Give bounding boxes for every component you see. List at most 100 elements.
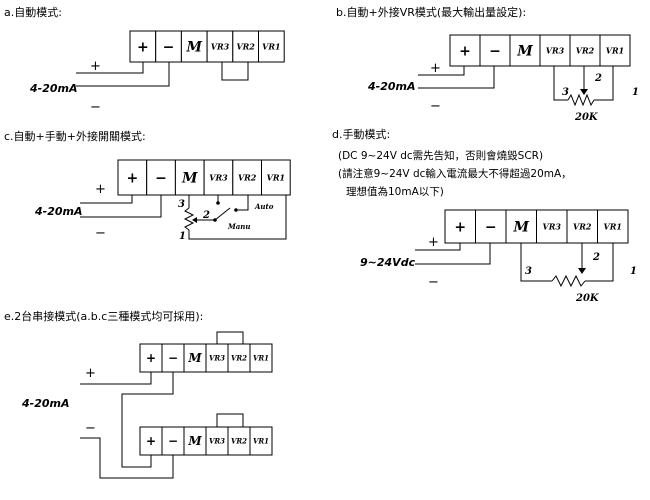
- terminal-vr1-label: VR1: [267, 173, 285, 183]
- plus-sign: +: [95, 182, 106, 197]
- terminal-vr1-label: VR1: [253, 353, 269, 362]
- minus-sign: −: [85, 421, 96, 436]
- section-d-note-3: 理想值為10mA以下): [346, 185, 444, 198]
- pin-2-label: 2: [594, 73, 602, 84]
- minus-sign: −: [95, 226, 106, 241]
- terminal-plus-label: +: [146, 351, 156, 365]
- terminal-m-label: M: [516, 44, 533, 60]
- switch-common-c: [213, 218, 217, 222]
- wire-minus-a: [76, 62, 170, 87]
- terminal-vr2-cell: [569, 34, 601, 67]
- terminal-minus-label: −: [489, 44, 501, 60]
- section-b-title: b.自動+外接VR模式(最大輸出量設定):: [336, 5, 526, 19]
- wire-minus-c: [80, 195, 162, 218]
- terminal-block-a: +−M VR3 VR2 VR1: [129, 30, 285, 63]
- terminal-plus-cell: [129, 30, 157, 63]
- terminal-m-cell: [180, 30, 208, 63]
- terminal-vr3-label: VR3: [209, 353, 225, 362]
- terminal-vr2-cell: [232, 30, 260, 63]
- wiper-arrow-b: [580, 89, 588, 95]
- resistor-c: [183, 207, 195, 231]
- jumper-bottom-e: [216, 413, 244, 427]
- wiper-arrow-c: [192, 217, 197, 223]
- terminal-vr2-label: VR2: [238, 173, 257, 183]
- section-c-title: c.自動+手動+外接開關模式:: [4, 129, 146, 143]
- terminal-vr3-label: VR3: [211, 42, 230, 52]
- pin-2-label: 2: [592, 252, 600, 263]
- wire-plus-e: [80, 372, 152, 385]
- wire-vr1-d: [585, 243, 614, 282]
- wire-vr3-b: [553, 66, 568, 101]
- terminal-m-cell: [509, 34, 541, 67]
- wire-vr3-d: [520, 243, 552, 282]
- wire-vr1-c: [188, 195, 287, 240]
- plus-sign: +: [90, 59, 101, 74]
- terminal-minus-label: −: [163, 40, 175, 56]
- pin-1-label: 1: [632, 87, 639, 98]
- terminal-vr1-cell: [258, 30, 285, 63]
- terminal-block-e-bottom: +−M VR3 VR2 VR1: [139, 426, 273, 456]
- terminal-vr2-label: VR2: [236, 42, 255, 52]
- terminal-minus-label: −: [168, 351, 178, 365]
- terminal-vr3-label: VR3: [209, 436, 225, 445]
- terminal-plus-label: +: [146, 434, 156, 448]
- terminal-plus-label: +: [137, 40, 149, 56]
- terminal-vr1-cell: [249, 343, 273, 373]
- terminal-minus-cell: [475, 209, 507, 244]
- terminal-vr3-label: VR3: [543, 222, 562, 232]
- terminal-vr1-label: VR1: [606, 46, 624, 56]
- terminal-vr3-label: VR3: [546, 46, 565, 56]
- signal-label-c: 4-20mA: [34, 205, 83, 218]
- terminal-vr3-cell: [203, 159, 234, 196]
- terminal-vr3-cell: [539, 34, 571, 67]
- jumper-vr3-vr2-a: [221, 62, 249, 81]
- section-e-title: e.2台串接模式(a.b.c三種模式均可採用):: [4, 309, 203, 323]
- terminal-vr3-label: VR3: [209, 173, 228, 183]
- terminal-plus-label: +: [126, 171, 138, 187]
- terminal-vr2-label: VR2: [231, 353, 247, 362]
- wire-minus-d: [415, 243, 491, 265]
- terminal-vr1-label: VR1: [253, 436, 269, 445]
- terminal-m-cell: [505, 209, 537, 244]
- terminal-minus-label: −: [168, 434, 178, 448]
- wire-series-link-e: [121, 372, 174, 468]
- terminal-vr1-cell: [597, 209, 629, 244]
- pin-3-label: 3: [525, 266, 532, 277]
- wire-plus-b: [418, 66, 465, 76]
- switch-blade-c: [214, 207, 231, 221]
- terminal-vr1-cell: [249, 426, 273, 456]
- terminal-vr1-label: VR1: [262, 42, 280, 52]
- wire-minus-b: [418, 66, 495, 89]
- terminal-vr2-label: VR2: [573, 222, 592, 232]
- terminal-plus-label: +: [454, 220, 466, 236]
- terminal-minus-label: −: [155, 171, 167, 187]
- minus-sign: −: [428, 275, 439, 290]
- pin-2-label: 2: [202, 210, 210, 221]
- plus-sign: +: [430, 61, 441, 76]
- pin-1-label: 1: [179, 231, 186, 242]
- section-d-title: d.手動模式:: [332, 127, 390, 141]
- wire-switch-vr2-c: [238, 195, 249, 211]
- terminal-m-label: M: [186, 40, 203, 56]
- switch-auto-label: Auto: [254, 202, 274, 211]
- terminal-m-label: M: [187, 434, 202, 448]
- terminal-minus-label: −: [485, 220, 497, 236]
- plus-sign: +: [85, 366, 96, 381]
- jumper-top-e: [216, 331, 244, 344]
- terminal-vr1-cell: [599, 34, 631, 67]
- wiper-arrow-d: [578, 268, 586, 274]
- minus-sign: −: [430, 99, 441, 114]
- terminal-m-label: M: [513, 220, 530, 236]
- switch-manual-label: Manu: [227, 222, 250, 231]
- minus-sign: −: [90, 100, 101, 115]
- terminal-vr2-label: VR2: [231, 436, 247, 445]
- pin-3-label: 3: [562, 87, 569, 98]
